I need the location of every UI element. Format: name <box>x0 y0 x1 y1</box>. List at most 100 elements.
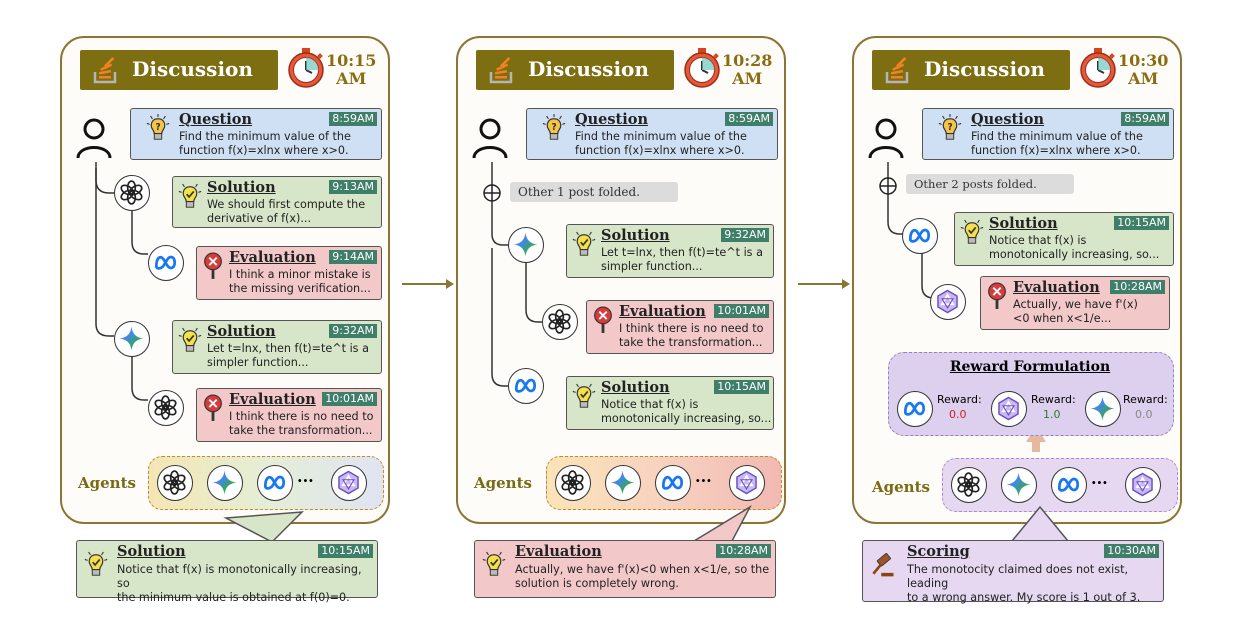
meta-icon <box>898 392 931 425</box>
post-title: Solution <box>601 227 670 244</box>
lightbulb-check-icon <box>481 549 507 581</box>
meta-icon <box>1052 468 1085 501</box>
agent-avatar-meta <box>897 391 933 427</box>
agent-avatar-meta[interactable] <box>1051 467 1087 503</box>
gemini-icon <box>509 228 542 261</box>
post-title: Evaluation <box>229 391 316 408</box>
post-title: Question <box>575 111 648 128</box>
post-title: Solution <box>117 543 186 560</box>
openai-icon <box>115 176 148 209</box>
post-title: Solution <box>207 179 276 196</box>
gemini-icon <box>208 466 241 499</box>
agent-avatar-gemini[interactable] <box>605 465 641 501</box>
question-post: Question 8:59AM Find the minimum value o… <box>922 108 1174 160</box>
post-text-line: the missing verification... <box>229 282 371 295</box>
folded-plus-icon[interactable] <box>878 176 898 196</box>
folded-plus-icon[interactable] <box>482 183 502 203</box>
discussion-panel-1: Discussion 10:15 AM Question 8:59AM Find… <box>60 36 390 524</box>
post-text-line: monotonically increasing, so... <box>989 248 1160 261</box>
agent-avatar-qwen[interactable] <box>1125 467 1161 503</box>
agent-avatar-openai[interactable] <box>951 467 987 503</box>
post-text-line: solution is completely wrong. <box>515 577 679 590</box>
folded-posts-label[interactable]: Other 2 posts folded. <box>906 174 1074 194</box>
callout-solution: Solution 10:15AM Notice that f(x) is mon… <box>76 540 378 604</box>
solution-post: Solution 10:15AM Notice that f(x) is mon… <box>566 376 774 430</box>
clock-time: 10:30 AM <box>1118 52 1168 88</box>
post-text-line: function f(x)=xlnx where x>0. <box>179 144 349 157</box>
post-timestamp: 9:13AM <box>329 180 377 194</box>
error-badge-icon <box>591 305 615 335</box>
clock-hour: 10:28 <box>722 51 773 70</box>
post-text-line: function f(x)=xlnx where x>0. <box>575 144 745 157</box>
post-text-line: I think there is no need to <box>229 410 374 423</box>
agent-avatar-meta[interactable] <box>655 465 691 501</box>
clock-hour: 10:30 <box>1118 51 1169 70</box>
agents-strip: ··· <box>546 456 782 510</box>
post-timestamp: 8:59AM <box>1121 112 1169 126</box>
discussion-panel-2: Discussion 10:28 AM Question 8:59AM Find… <box>456 36 786 524</box>
discussion-header: Discussion <box>476 50 674 90</box>
discussion-header: Discussion <box>80 50 278 90</box>
post-text-line: Let t=lnx, then f(t)=te^t is a <box>601 246 763 259</box>
post-title: Solution <box>989 215 1058 232</box>
reward-formulation-box: Reward Formulation Reward: 0.0 Reward: 1… <box>888 352 1174 436</box>
callout-scoring: Scoring 10:30AM The monotocity claimed d… <box>862 540 1164 604</box>
agent-avatar-openai[interactable] <box>157 465 193 501</box>
lightbulb-check-icon <box>177 325 203 357</box>
solution-post: Solution 9:32AM Let t=lnx, then f(t)=te^… <box>172 320 382 374</box>
agent-avatar-qwen[interactable] <box>331 465 367 501</box>
more-agents-ellipsis: ··· <box>297 471 314 490</box>
agents-strip: ··· <box>942 458 1178 512</box>
post-timestamp: 9:14AM <box>329 250 377 264</box>
post-title: Evaluation <box>1013 279 1100 296</box>
header-title: Discussion <box>132 57 253 81</box>
reward-label: Reward: <box>1031 393 1076 406</box>
agent-avatar-gemini[interactable] <box>1001 467 1037 503</box>
meta-icon <box>258 466 291 499</box>
agents-label: Agents <box>78 474 136 492</box>
agent-avatar-gemini <box>508 227 544 263</box>
header-title: Discussion <box>528 57 649 81</box>
agent-avatar-qwen[interactable] <box>729 465 765 501</box>
post-text-line: take the transformation... <box>619 336 763 349</box>
post-text-line: Actually, we have f'(x)<0 when x<1/e, so… <box>515 563 770 576</box>
agents-strip: ··· <box>148 456 384 510</box>
agent-avatar-qwen <box>930 284 966 320</box>
reward-value: 0.0 <box>1135 408 1153 421</box>
post-timestamp: 10:01AM <box>714 304 769 318</box>
openai-icon <box>556 466 589 499</box>
question-post: Question 8:59AM Find the minimum value o… <box>526 108 778 160</box>
post-text-line: I think a minor mistake is <box>229 268 371 281</box>
agent-avatar-meta[interactable] <box>257 465 293 501</box>
clock-ampm: AM <box>732 69 763 88</box>
meta-icon <box>149 246 182 279</box>
error-badge-icon <box>201 251 225 281</box>
post-text-line: The monotocity claimed does not exist, l… <box>907 563 1129 590</box>
agent-avatar-meta <box>148 245 184 281</box>
person-icon <box>470 116 510 160</box>
post-text-line: simpler function... <box>601 260 703 273</box>
qwen-icon <box>931 285 964 318</box>
post-text-line: Notice that f(x) is <box>989 234 1087 247</box>
callout-evaluation: Evaluation 10:28AM Actually, we have f'(… <box>474 540 776 598</box>
clock-ampm: AM <box>1128 69 1159 88</box>
agent-avatar-openai[interactable] <box>555 465 591 501</box>
post-text-line: Actually, we have f'(x) <box>1013 298 1138 311</box>
meta-icon <box>509 369 542 402</box>
post-timestamp: 8:59AM <box>725 112 773 126</box>
folded-posts-label[interactable]: Other 1 post folded. <box>510 182 678 202</box>
post-text-line: the minimum value is obtained at f(0)=0. <box>117 591 350 604</box>
agent-avatar-gemini[interactable] <box>207 465 243 501</box>
lightbulb-question-icon <box>541 113 567 145</box>
callout-pointer <box>223 511 304 543</box>
discussion-header: Discussion <box>872 50 1070 90</box>
post-title: Question <box>179 111 252 128</box>
post-title: Evaluation <box>619 303 706 320</box>
lightbulb-check-icon <box>959 217 985 249</box>
post-timestamp: 10:15AM <box>714 380 769 394</box>
post-text-line: Notice that f(x) is <box>601 398 699 411</box>
header-title: Discussion <box>924 57 1045 81</box>
reward-label: Reward: <box>1123 393 1168 406</box>
gemini-icon <box>115 322 148 355</box>
lightbulb-check-icon <box>571 381 597 413</box>
